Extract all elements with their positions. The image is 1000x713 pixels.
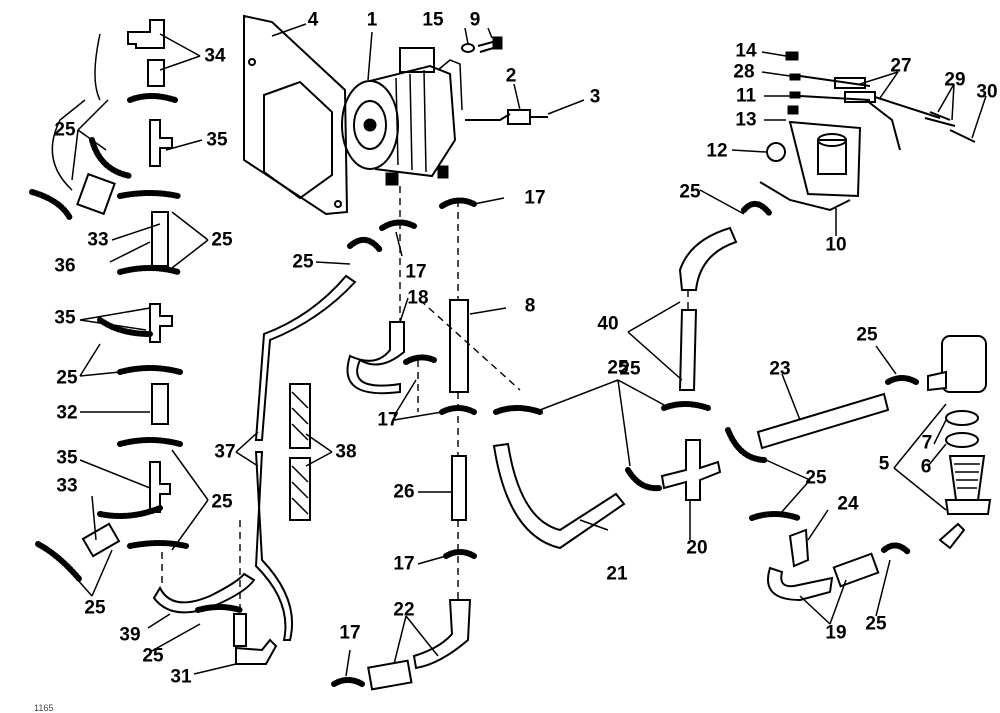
callout-11: 11 [735, 85, 757, 107]
callout-34: 34 [204, 45, 226, 67]
callout-5: 5 [878, 453, 890, 475]
callout-24: 24 [837, 493, 859, 515]
right-hoses [492, 226, 890, 602]
fuel-filter [927, 335, 992, 550]
callout-4: 4 [307, 9, 319, 31]
callout-25-b: 25 [211, 229, 233, 251]
callout-25-e: 25 [84, 597, 106, 619]
callout-25-a: 25 [54, 119, 76, 141]
callout-14: 14 [735, 40, 757, 62]
drawing-code: 1165 [34, 703, 54, 713]
primer-valve [759, 99, 901, 212]
callout-33-a: 33 [87, 229, 109, 251]
callout-31: 31 [170, 666, 192, 688]
center-left-hoses [152, 274, 357, 665]
assembly-lines [161, 186, 689, 614]
callout-19: 19 [825, 622, 847, 644]
callout-6: 6 [920, 456, 932, 478]
callout-21: 21 [606, 563, 628, 585]
wire-leads [785, 51, 976, 143]
callout-17-c: 17 [377, 409, 399, 431]
callout-17-d: 17 [393, 553, 415, 575]
callout-39: 39 [119, 624, 141, 646]
callout-25-i: 25 [607, 357, 629, 379]
callout-38: 38 [335, 441, 357, 463]
fuel-pump [341, 47, 511, 186]
center-hoses [346, 299, 472, 691]
callout-26: 26 [393, 481, 415, 503]
callout-40: 40 [597, 313, 619, 335]
callout-36: 36 [54, 255, 76, 277]
clamps-25 [195, 201, 919, 613]
callout-17-e: 17 [339, 622, 361, 644]
callout-7: 7 [921, 432, 933, 454]
callout-37: 37 [214, 441, 236, 463]
callout-29: 29 [944, 69, 966, 91]
callout-8: 8 [524, 295, 536, 317]
screw-and-washer [461, 36, 503, 53]
callout-1: 1 [366, 9, 378, 31]
callout-9: 9 [469, 9, 481, 31]
leader-lines [59, 23, 987, 677]
callout-25-h: 25 [679, 181, 701, 203]
callout-25-g: 25 [292, 251, 314, 273]
callout-23: 23 [769, 358, 791, 380]
callout-25-l: 25 [865, 613, 887, 635]
mounting-plate [243, 14, 349, 216]
callout-15: 15 [422, 9, 444, 31]
callout-33-b: 33 [56, 475, 78, 497]
callout-12: 12 [706, 140, 728, 162]
callout-25-j: 25 [805, 467, 827, 489]
callout-22: 22 [393, 599, 415, 621]
callout-13: 13 [735, 109, 757, 131]
left-hose-set [29, 19, 189, 583]
callout-32: 32 [56, 402, 78, 424]
callout-35-b: 35 [54, 307, 76, 329]
callout-30: 30 [976, 81, 998, 103]
callout-25-c: 25 [56, 367, 78, 389]
callout-35-c: 35 [56, 447, 78, 469]
callout-10: 10 [825, 234, 847, 256]
callout-35-a: 35 [206, 129, 228, 151]
callout-20: 20 [686, 537, 708, 559]
callout-25-f: 25 [142, 645, 164, 667]
callout-25-d: 25 [211, 491, 233, 513]
callout-27: 27 [890, 55, 912, 77]
callout-17-b: 17 [524, 187, 546, 209]
callout-3: 3 [589, 86, 601, 108]
callout-28: 28 [733, 61, 755, 83]
callout-25-m: 25 [619, 358, 641, 380]
callout-17-a: 17 [405, 261, 427, 283]
fitting [507, 109, 548, 125]
callout-25-k: 25 [856, 324, 878, 346]
callout-18: 18 [407, 287, 429, 309]
callout-2: 2 [505, 65, 517, 87]
